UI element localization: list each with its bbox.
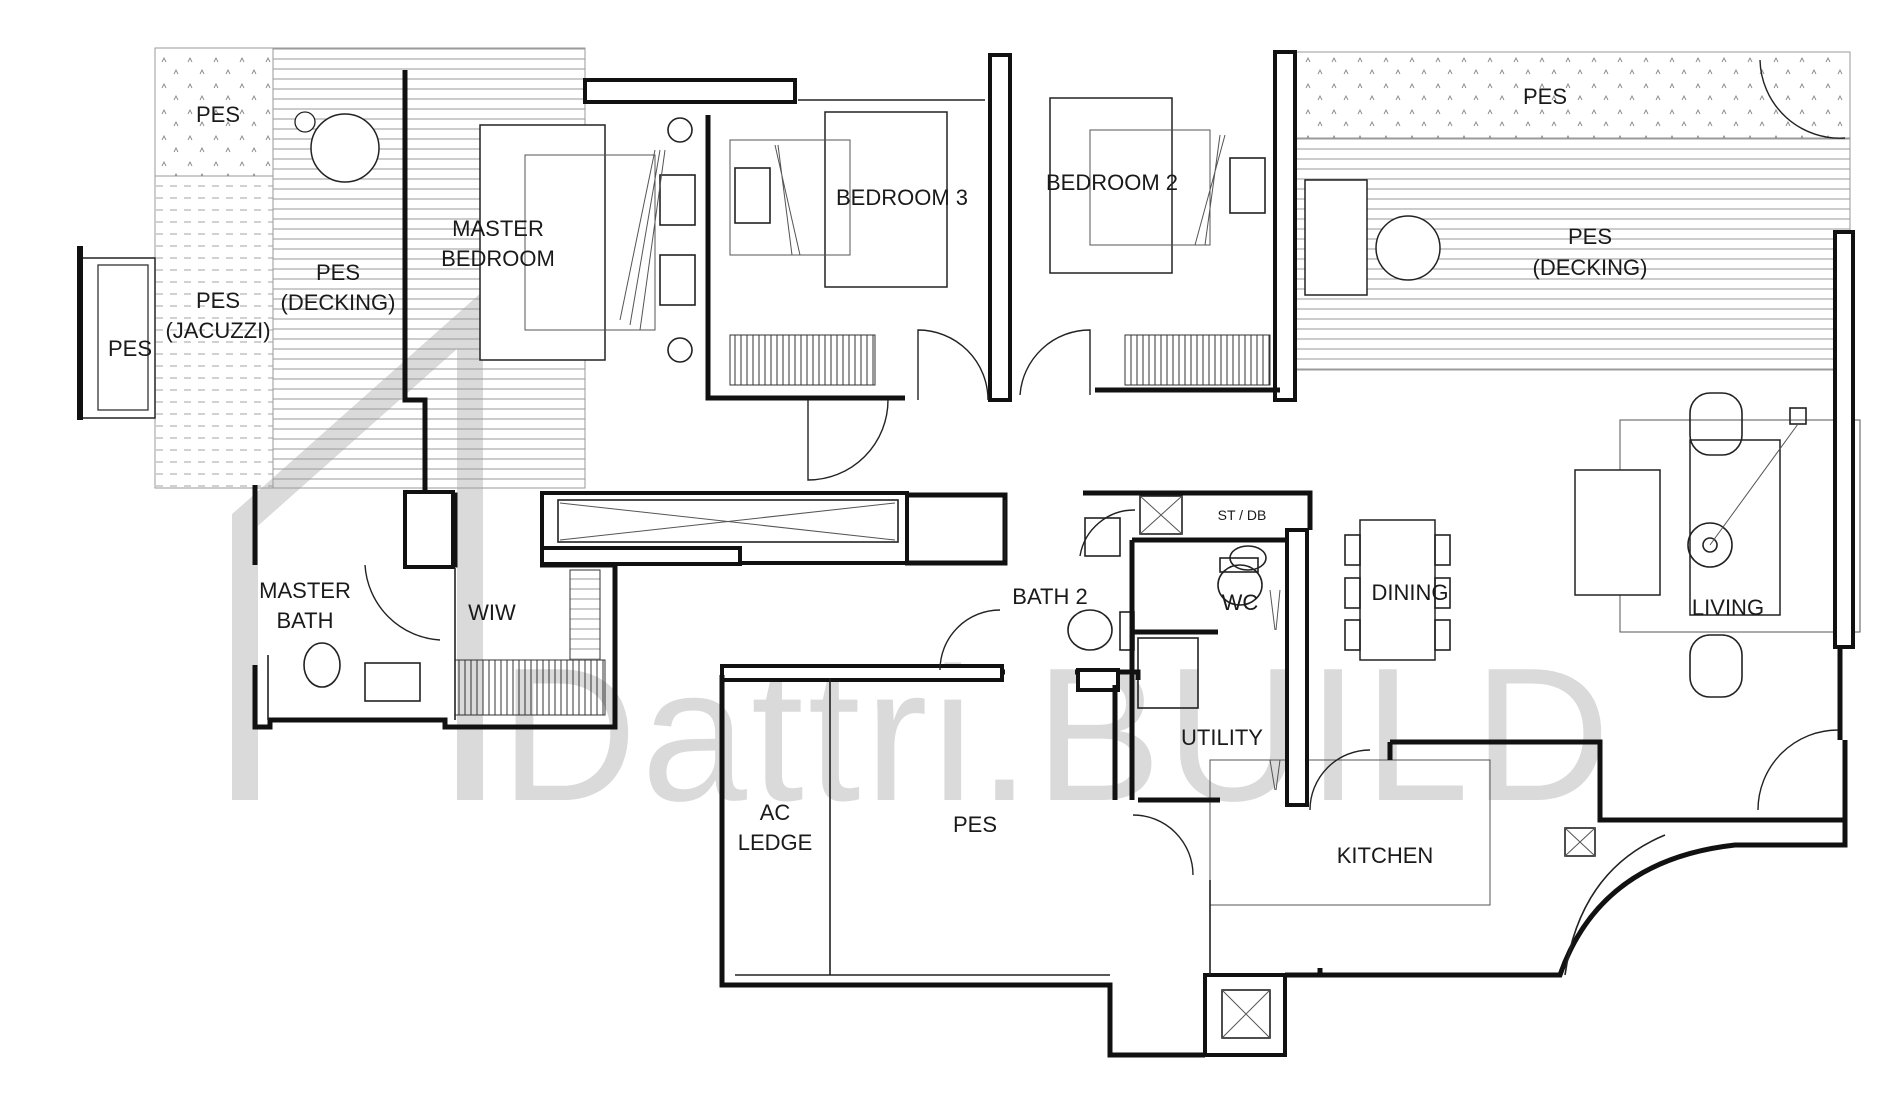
furniture — [303, 97, 1861, 906]
label-master-bath-2: BATH — [276, 608, 333, 633]
sink-icon — [1084, 517, 1121, 557]
label-pes-jacuzzi-1: PES — [196, 288, 240, 313]
label-pes-bottom: PES — [953, 812, 997, 837]
label-ac-ledge-2: LEDGE — [738, 830, 813, 855]
coffee-table-icon — [1689, 439, 1781, 616]
master-bed-icon — [479, 124, 606, 361]
sink-icon — [364, 662, 421, 702]
toilet-icon — [303, 642, 341, 688]
pes-jacuzzi — [154, 175, 274, 489]
toilet-icon — [1217, 564, 1263, 606]
pes-garden-top-right — [1294, 51, 1851, 139]
label-living: LIVING — [1692, 595, 1764, 620]
label-pes-decking-right-1: PES — [1568, 224, 1612, 249]
watermark: Dattri.BUILD — [232, 291, 1614, 841]
label-utility: UTILITY — [1181, 725, 1263, 750]
round-table-icon — [310, 113, 380, 183]
label-pes-top-right: PES — [1523, 84, 1567, 109]
toilet-icon — [1067, 609, 1113, 651]
sofa-icon — [1304, 179, 1368, 296]
label-master-bedroom-1: MASTER — [452, 216, 544, 241]
label-master-bath-1: MASTER — [259, 578, 351, 603]
bedroom2-bed-icon — [1049, 97, 1173, 274]
label-bedroom3: BEDROOM 3 — [836, 185, 968, 210]
watermark-text: Dattri.BUILD — [500, 629, 1614, 841]
bedroom3-bed-icon — [824, 111, 948, 288]
label-dining: DINING — [1372, 580, 1449, 605]
doors — [364, 329, 1371, 876]
door-icon — [807, 399, 889, 481]
label-pes-decking-left-2: (DECKING) — [281, 290, 396, 315]
pes-garden-top-left — [154, 47, 274, 177]
sink-icon — [1229, 545, 1267, 571]
right-terraces — [1294, 51, 1851, 371]
label-pes-decking-right-2: (DECKING) — [1533, 255, 1648, 280]
label-pes-top-left: PES — [196, 102, 240, 127]
label-wiw: WIW — [468, 600, 516, 625]
walls — [252, 50, 1855, 1058]
label-pes-jacuzzi-2: (JACUZZI) — [165, 318, 270, 343]
label-kitchen: KITCHEN — [1337, 843, 1434, 868]
round-table-icon — [1375, 215, 1441, 281]
label-bath2: BATH 2 — [1012, 584, 1087, 609]
chair-icon — [294, 111, 316, 133]
label-wc: WC — [1222, 590, 1259, 615]
label-pes-far-left: PES — [108, 336, 152, 361]
sofa-icon — [1574, 469, 1661, 596]
left-terraces — [77, 47, 586, 489]
room-labels: PES PES (DECKING) PES (JACUZZI) PES MAST… — [108, 84, 1764, 868]
label-ac-ledge-1: AC — [760, 800, 791, 825]
label-master-bedroom-2: BEDROOM — [441, 246, 555, 271]
label-bedroom2: BEDROOM 2 — [1046, 170, 1178, 195]
label-st-db: ST / DB — [1218, 507, 1267, 523]
label-pes-decking-left-1: PES — [316, 260, 360, 285]
